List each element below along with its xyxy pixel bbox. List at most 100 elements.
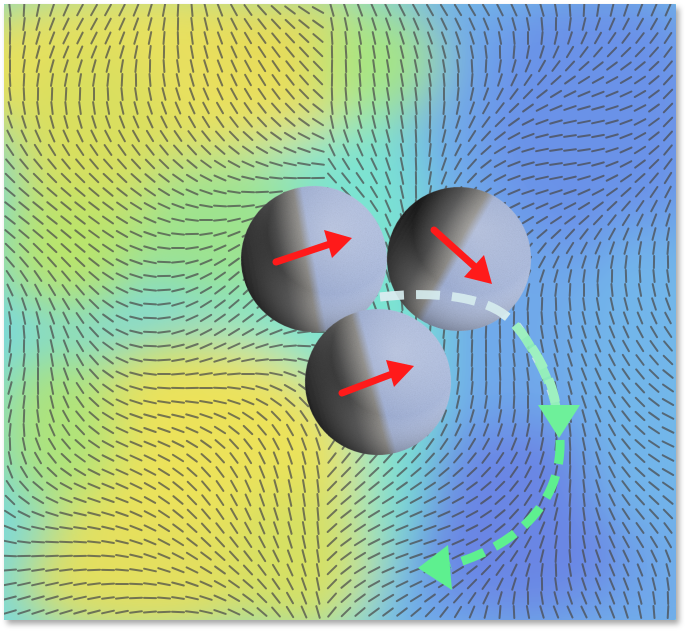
orientation-needle bbox=[621, 424, 631, 436]
orientation-needle bbox=[143, 454, 157, 462]
orientation-needle bbox=[539, 451, 545, 465]
orientation-needle bbox=[257, 437, 267, 451]
orientation-needle bbox=[115, 314, 129, 322]
orientation-needle bbox=[509, 536, 519, 548]
orientation-needle bbox=[498, 339, 502, 353]
orientation-needle bbox=[255, 398, 269, 406]
orientation-needle bbox=[384, 185, 392, 199]
orientation-needle bbox=[46, 229, 58, 239]
orientation-needle bbox=[369, 185, 379, 199]
orientation-needle bbox=[423, 510, 437, 518]
orientation-needle bbox=[102, 383, 114, 393]
orientation-needle bbox=[316, 493, 320, 507]
orientation-needle bbox=[115, 609, 129, 615]
orientation-needle bbox=[19, 465, 29, 479]
orientation-needle bbox=[286, 591, 294, 605]
orientation-needle bbox=[242, 313, 254, 323]
orientation-needle bbox=[619, 118, 633, 126]
orientation-needle bbox=[186, 494, 198, 506]
orientation-needle bbox=[201, 508, 211, 520]
orientation-needle bbox=[494, 116, 506, 128]
orientation-needle bbox=[47, 452, 57, 464]
orientation-needle bbox=[663, 144, 673, 156]
orientation-needle bbox=[102, 369, 114, 379]
orientation-needle bbox=[381, 538, 395, 546]
orientation-needle bbox=[271, 424, 281, 436]
orientation-needle bbox=[605, 160, 619, 168]
orientation-needle bbox=[606, 187, 618, 197]
orientation-needle bbox=[662, 495, 674, 505]
orientation-needle bbox=[619, 90, 633, 98]
orientation-needle bbox=[185, 273, 199, 279]
orientation-needle bbox=[241, 328, 255, 336]
orientation-needle bbox=[637, 297, 643, 311]
orientation-needle bbox=[635, 200, 645, 212]
orientation-needle bbox=[414, 87, 418, 101]
orientation-needle bbox=[395, 524, 409, 532]
orientation-needle bbox=[157, 187, 171, 197]
orientation-needle bbox=[442, 101, 446, 115]
orientation-needle bbox=[244, 465, 252, 479]
orientation-needle bbox=[48, 311, 56, 325]
orientation-needle bbox=[634, 466, 646, 478]
orientation-needle bbox=[171, 315, 185, 321]
orientation-needle bbox=[63, 59, 69, 73]
orientation-needle bbox=[594, 241, 602, 255]
orientation-needle bbox=[201, 115, 211, 129]
orientation-needle bbox=[423, 539, 437, 545]
orientation-needle bbox=[440, 409, 448, 423]
orientation-needle bbox=[74, 187, 86, 197]
orientation-needle bbox=[286, 437, 294, 451]
orientation-needle bbox=[227, 217, 241, 223]
orientation-needle bbox=[495, 102, 505, 114]
orientation-needle bbox=[88, 201, 100, 211]
orientation-needle bbox=[105, 115, 111, 129]
orientation-needle bbox=[298, 396, 310, 408]
orientation-needle bbox=[549, 89, 563, 99]
orientation-needle bbox=[400, 101, 404, 115]
orientation-needle bbox=[129, 454, 143, 462]
orientation-needle bbox=[470, 381, 474, 395]
orientation-needle bbox=[88, 439, 100, 449]
orientation-needle bbox=[498, 59, 502, 73]
orientation-needle bbox=[87, 482, 101, 490]
orientation-needle bbox=[340, 509, 352, 519]
orientation-needle bbox=[581, 17, 587, 31]
orientation-needle bbox=[553, 521, 559, 535]
orientation-needle bbox=[535, 189, 549, 195]
orientation-needle bbox=[438, 467, 450, 477]
orientation-needle bbox=[257, 424, 267, 436]
orientation-needle bbox=[483, 31, 489, 45]
orientation-needle bbox=[384, 227, 392, 241]
orientation-needle bbox=[227, 342, 241, 350]
orientation-needle bbox=[521, 118, 535, 126]
orientation-needle bbox=[88, 187, 100, 197]
orientation-needle bbox=[552, 255, 560, 269]
orientation-needle bbox=[540, 591, 544, 605]
orientation-needle bbox=[143, 372, 157, 376]
orientation-needle bbox=[201, 130, 211, 142]
rotation-path-overlay bbox=[379, 290, 561, 406]
orientation-needle bbox=[185, 188, 199, 196]
orientation-needle bbox=[273, 521, 279, 535]
orientation-needle bbox=[287, 465, 293, 479]
orientation-needle bbox=[605, 147, 619, 153]
orientation-needle bbox=[381, 510, 395, 518]
orientation-needle bbox=[143, 202, 157, 210]
orientation-needle bbox=[370, 157, 378, 171]
orientation-needle bbox=[595, 451, 601, 465]
orientation-needle bbox=[650, 4, 658, 17]
orientation-needle bbox=[535, 133, 549, 139]
orientation-needle bbox=[143, 386, 157, 390]
orientation-needle bbox=[621, 438, 631, 450]
orientation-needle bbox=[200, 551, 212, 561]
orientation-needle bbox=[382, 481, 394, 491]
orientation-needle bbox=[59, 554, 73, 558]
orientation-needle bbox=[115, 328, 129, 336]
orientation-needle bbox=[91, 59, 97, 73]
orientation-needle bbox=[4, 242, 16, 254]
orientation-needle bbox=[621, 213, 631, 227]
orientation-needle bbox=[21, 311, 27, 325]
orientation-needle bbox=[228, 257, 240, 267]
orientation-needle bbox=[539, 45, 545, 59]
